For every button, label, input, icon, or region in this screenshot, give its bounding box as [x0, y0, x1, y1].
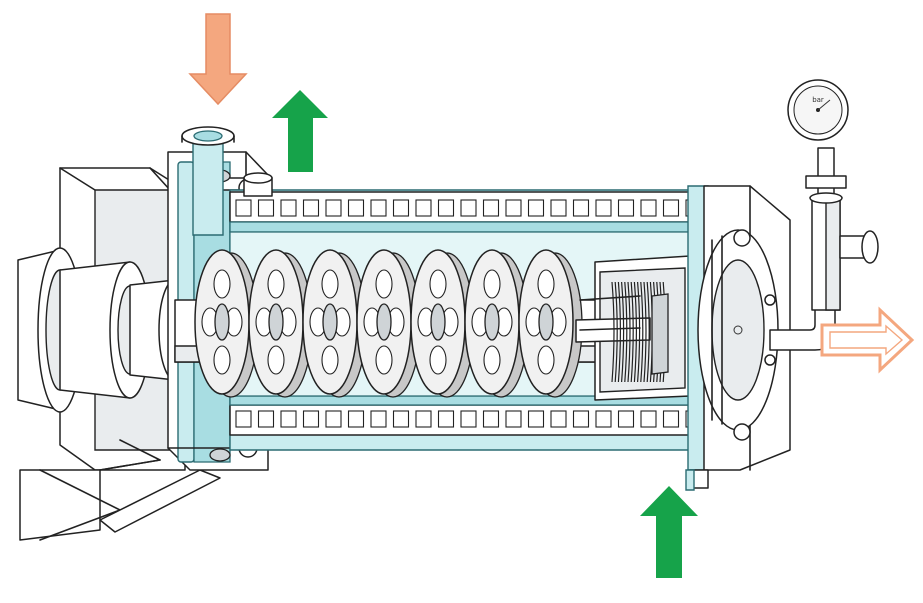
- grinding-disc: [248, 249, 313, 398]
- jacket-slot: [415, 410, 432, 428]
- grinding-disc: [194, 249, 259, 398]
- jacket-slot: [460, 199, 477, 217]
- jacket-slot: [662, 410, 680, 428]
- jacket-slot: [392, 199, 410, 217]
- screen-wire: [617, 281, 621, 383]
- screen-wire: [643, 281, 647, 383]
- grinding-disc: [302, 249, 367, 398]
- jacket-slot: [482, 199, 500, 217]
- screen-wire: [646, 281, 650, 383]
- jacket-slot: [437, 410, 455, 428]
- jacket-slot: [640, 199, 657, 217]
- coolant-inlet-arrow: [640, 486, 698, 578]
- jacket-slot: [617, 199, 635, 217]
- coolant-outlet-nozzle: [243, 172, 273, 197]
- grinding-disc: [356, 249, 421, 398]
- jacket-slot: [392, 410, 410, 428]
- drive-housing: [17, 167, 221, 541]
- screen-wire: [621, 281, 625, 383]
- jacket-slot: [280, 199, 297, 217]
- screen-wire: [630, 281, 634, 383]
- separator-cage: [575, 255, 691, 401]
- jacket-slot: [437, 199, 455, 217]
- jacket-slot: [505, 199, 522, 217]
- right-flange: [685, 185, 791, 491]
- jacket-slot: [505, 410, 522, 428]
- grinding-disc: [410, 249, 475, 398]
- material-inlet-arrow: [188, 13, 248, 106]
- jacket-slot: [257, 410, 275, 428]
- jacket-slot: [325, 410, 342, 428]
- jacket-slot: [572, 410, 590, 428]
- screen-wire: [627, 281, 631, 383]
- screen-wire: [611, 281, 615, 383]
- material-inlet-pipe: [181, 126, 235, 236]
- jacket-slot: [257, 199, 275, 217]
- jacket-slot: [347, 199, 365, 217]
- jacket-slot: [347, 410, 365, 428]
- jacket-slots-bottom: [235, 410, 702, 428]
- jacket-slot: [280, 410, 297, 428]
- jacket-slot: [235, 199, 252, 217]
- jacket-slots-top: [235, 199, 702, 217]
- grinding-discs: [194, 249, 583, 398]
- jacket-slot: [527, 199, 545, 217]
- jacket-slot: [617, 410, 635, 428]
- screen-wire: [633, 281, 637, 383]
- screen-wire: [640, 281, 644, 383]
- jacket-slot: [572, 199, 590, 217]
- screen-wire: [624, 281, 628, 383]
- jacket-slot: [595, 199, 612, 217]
- grinding-disc: [518, 249, 583, 398]
- jacket-slot: [482, 410, 500, 428]
- screen-wire: [637, 281, 641, 383]
- jacket-slot: [550, 410, 567, 428]
- jacket-slot: [370, 410, 387, 428]
- jacket-slot: [550, 199, 567, 217]
- jacket-slot: [370, 199, 387, 217]
- jacket-slot: [527, 410, 545, 428]
- jacket-slot: [325, 199, 342, 217]
- jacket-slot: [415, 199, 432, 217]
- gauge-label: bar: [812, 96, 824, 104]
- grinding-disc: [464, 249, 529, 398]
- jacket-slot: [235, 410, 252, 428]
- jacket-slot: [460, 410, 477, 428]
- jacket-slot: [640, 410, 657, 428]
- jacket-slot: [662, 199, 680, 217]
- jacket-slot: [302, 410, 320, 428]
- coolant-outlet-arrow: [272, 90, 328, 172]
- screen-wire: [614, 281, 618, 383]
- jacket-slot: [595, 410, 612, 428]
- material-outlet-arrow: [820, 306, 915, 374]
- jacket-slot: [302, 199, 320, 217]
